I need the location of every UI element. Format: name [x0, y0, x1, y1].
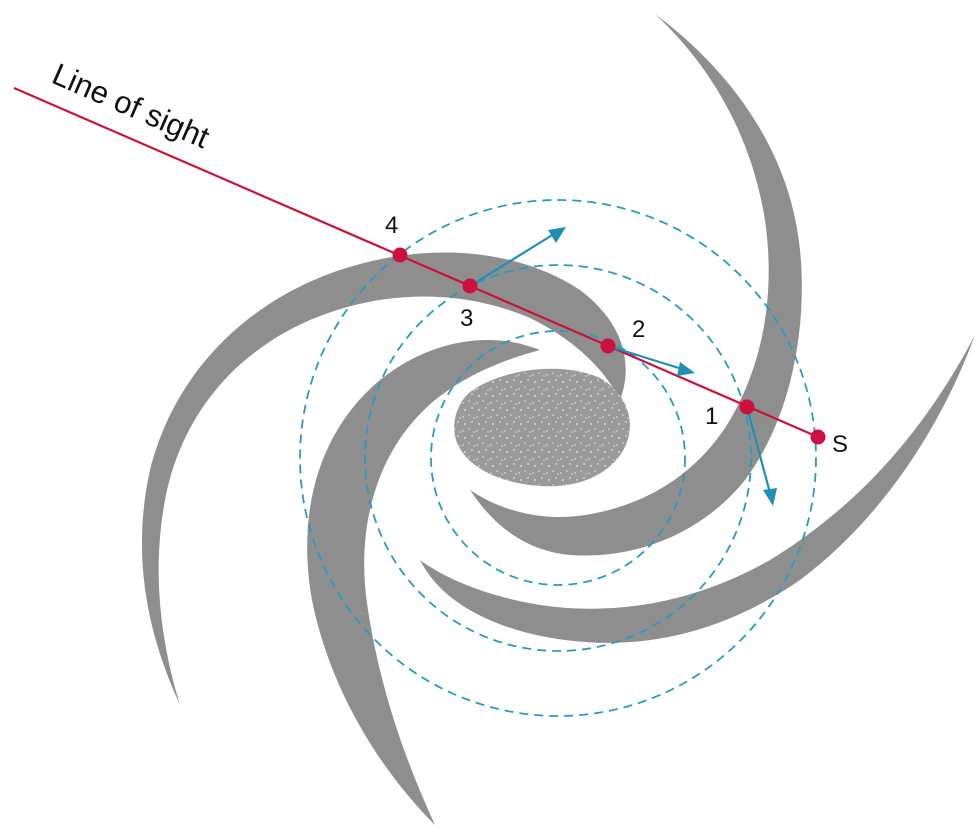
galaxy-arms	[141, 14, 975, 825]
point-4-label: 4	[385, 212, 398, 239]
point-s-label: S	[832, 431, 848, 458]
orbit-1	[430, 330, 686, 586]
line-of-sight-label: Line of sight	[47, 56, 215, 155]
velocity-arrowhead-3	[548, 227, 566, 243]
galaxy-bulge	[454, 368, 630, 487]
velocity-arrows	[469, 227, 777, 506]
point-2-label: 2	[632, 316, 645, 343]
line-of-sight	[13, 86, 819, 439]
spiral-arm-upper-left	[141, 252, 626, 705]
velocity-arrowhead-2	[677, 362, 695, 376]
point-2	[600, 338, 616, 354]
point-3-label: 3	[460, 305, 473, 332]
velocity-arrowhead-1	[763, 488, 777, 506]
orbit-3	[299, 199, 817, 717]
sight-points	[392, 247, 826, 445]
velocity-arrow-2	[607, 344, 683, 371]
velocity-arrow-3	[469, 233, 555, 287]
spiral-arm-lower-right	[420, 335, 975, 643]
point-4	[392, 247, 408, 263]
point-s	[810, 429, 826, 445]
orbit-circles	[299, 199, 817, 717]
point-1-label: 1	[705, 403, 718, 430]
point-1	[739, 399, 755, 415]
orbit-2	[364, 264, 752, 652]
velocity-arrow-1	[745, 406, 772, 494]
point-3	[462, 278, 478, 294]
point-labels: 4 3 2 1 S	[385, 212, 848, 458]
